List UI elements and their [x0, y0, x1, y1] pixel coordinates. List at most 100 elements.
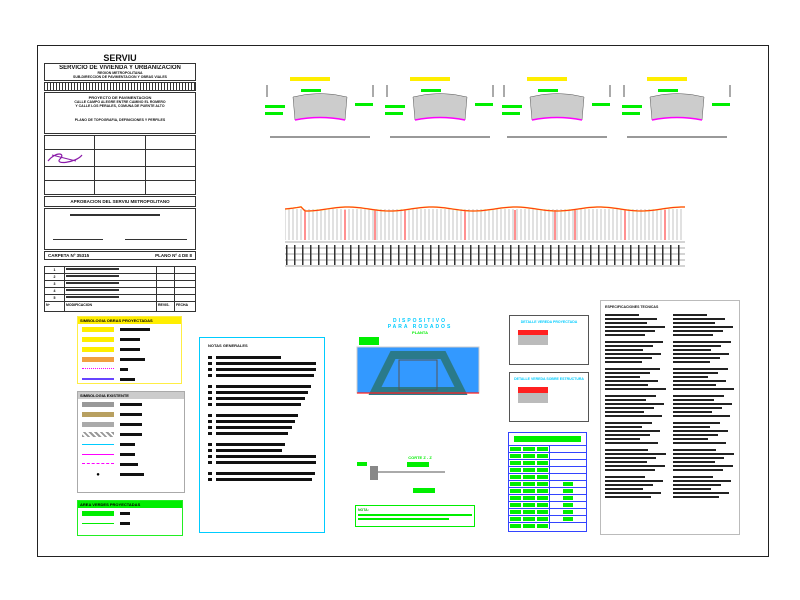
spec-line — [673, 372, 718, 374]
profile-value — [558, 245, 560, 265]
spec-line — [605, 326, 666, 328]
spec-line — [605, 438, 641, 440]
profile-value — [286, 245, 288, 265]
longitudinal-profile — [285, 206, 685, 267]
signature-grid — [44, 135, 196, 195]
agency-name: SERVIU — [103, 53, 137, 63]
folder-number: CARPETA Nº 35315 — [48, 253, 90, 258]
note-line — [208, 432, 316, 435]
spec-line — [605, 357, 652, 359]
spec-line — [673, 376, 708, 378]
mod-row-number: 5 — [45, 295, 65, 301]
quantity-row — [509, 452, 586, 459]
legend-green-title: AREA VERDES PROYECTADAS — [78, 501, 182, 508]
note-line — [208, 472, 316, 475]
spec-line — [605, 422, 653, 424]
profile-value — [502, 245, 504, 265]
note-line — [208, 449, 316, 452]
spec-line — [673, 407, 722, 409]
project-desc-1: CALLE CAMPO ALEGRE ENTRE CAMINO EL ROMER… — [74, 100, 166, 104]
profile-value — [630, 245, 632, 265]
approval-label: APROBACION DEL SERVIU METROPOLITANO — [44, 196, 196, 207]
profile-value — [542, 245, 544, 265]
spec-line — [605, 480, 663, 482]
profile-value — [614, 245, 616, 265]
quantity-row — [509, 487, 586, 494]
mod-row: 2 — [45, 274, 195, 281]
quantity-row — [509, 473, 586, 480]
quantities-table — [508, 432, 587, 532]
note-line — [208, 397, 316, 400]
note-line — [208, 461, 316, 464]
spec-line — [605, 476, 645, 478]
profile-value — [606, 245, 608, 265]
profile-value — [494, 245, 496, 265]
note-line — [208, 420, 316, 423]
quantity-row — [509, 501, 586, 508]
spec-line — [605, 430, 661, 432]
approval-box — [44, 208, 196, 250]
spec-line — [605, 484, 653, 486]
mod-row-number: 4 — [45, 288, 65, 294]
spec-line — [673, 453, 735, 455]
profile-value — [390, 245, 392, 265]
spec-line — [605, 426, 643, 428]
mod-row-number: 2 — [45, 274, 65, 280]
spec-line — [605, 322, 648, 324]
spec-line — [605, 492, 661, 494]
general-notes-title: NOTAS GENERALES — [208, 343, 248, 348]
profile-value — [318, 245, 320, 265]
spec-line — [673, 380, 726, 382]
mod-header-date: FECHA — [176, 303, 189, 307]
spec-line — [673, 345, 722, 347]
profile-value — [646, 245, 648, 265]
spec-line — [605, 341, 664, 343]
spec-line — [673, 361, 710, 363]
mod-header-desc: MODIFICACION — [65, 302, 157, 311]
profile-value — [598, 245, 600, 265]
profile-value — [302, 245, 304, 265]
note-line — [208, 414, 316, 417]
profile-value — [374, 245, 376, 265]
cross-section — [265, 77, 374, 138]
spec-line — [673, 411, 713, 413]
spec-line — [605, 415, 663, 417]
profile-value — [398, 245, 400, 265]
profile-value — [574, 245, 576, 265]
spec-line — [605, 399, 646, 401]
spec-line — [605, 411, 645, 413]
spec-line — [673, 368, 728, 370]
project-desc-2: Y CALLE LOS PERALES, COMUNA DE PUENTE AL… — [75, 104, 165, 108]
spec-line — [673, 415, 731, 417]
legend-projected: SIMBOLOGIA OBRAS PROYECTADAS — [77, 316, 182, 384]
spec-line — [673, 326, 734, 328]
note-line — [208, 368, 316, 371]
spec-line — [673, 484, 721, 486]
device-cut-label: CORTE Z - Z — [408, 455, 432, 460]
spec-line — [673, 314, 708, 316]
spec-line — [605, 449, 649, 451]
specs-title: ESPECIFICACIONES TECNICAS — [605, 305, 659, 309]
note-line — [208, 385, 316, 388]
profile-value — [422, 245, 424, 265]
profile-value — [342, 245, 344, 265]
profile-value — [654, 245, 656, 265]
profile-value — [446, 245, 448, 265]
service-name: SERVICIO DE VIVIENDA Y URBANIZACION — [59, 65, 181, 71]
spec-line — [605, 384, 648, 386]
spec-line — [673, 318, 726, 320]
profile-value — [334, 245, 336, 265]
mod-header-rev: REVIS. — [157, 302, 175, 311]
profile-value — [590, 245, 592, 265]
profile-value — [582, 245, 584, 265]
profile-value — [470, 245, 472, 265]
contractor-row — [44, 82, 196, 91]
profile-value — [294, 245, 296, 265]
device-plan-label: PLANTA — [412, 330, 428, 335]
spec-line — [673, 480, 731, 482]
note-line — [208, 478, 316, 481]
note-line — [208, 391, 316, 394]
spec-line — [605, 345, 654, 347]
profile-value — [406, 245, 408, 265]
spec-line — [605, 361, 642, 363]
